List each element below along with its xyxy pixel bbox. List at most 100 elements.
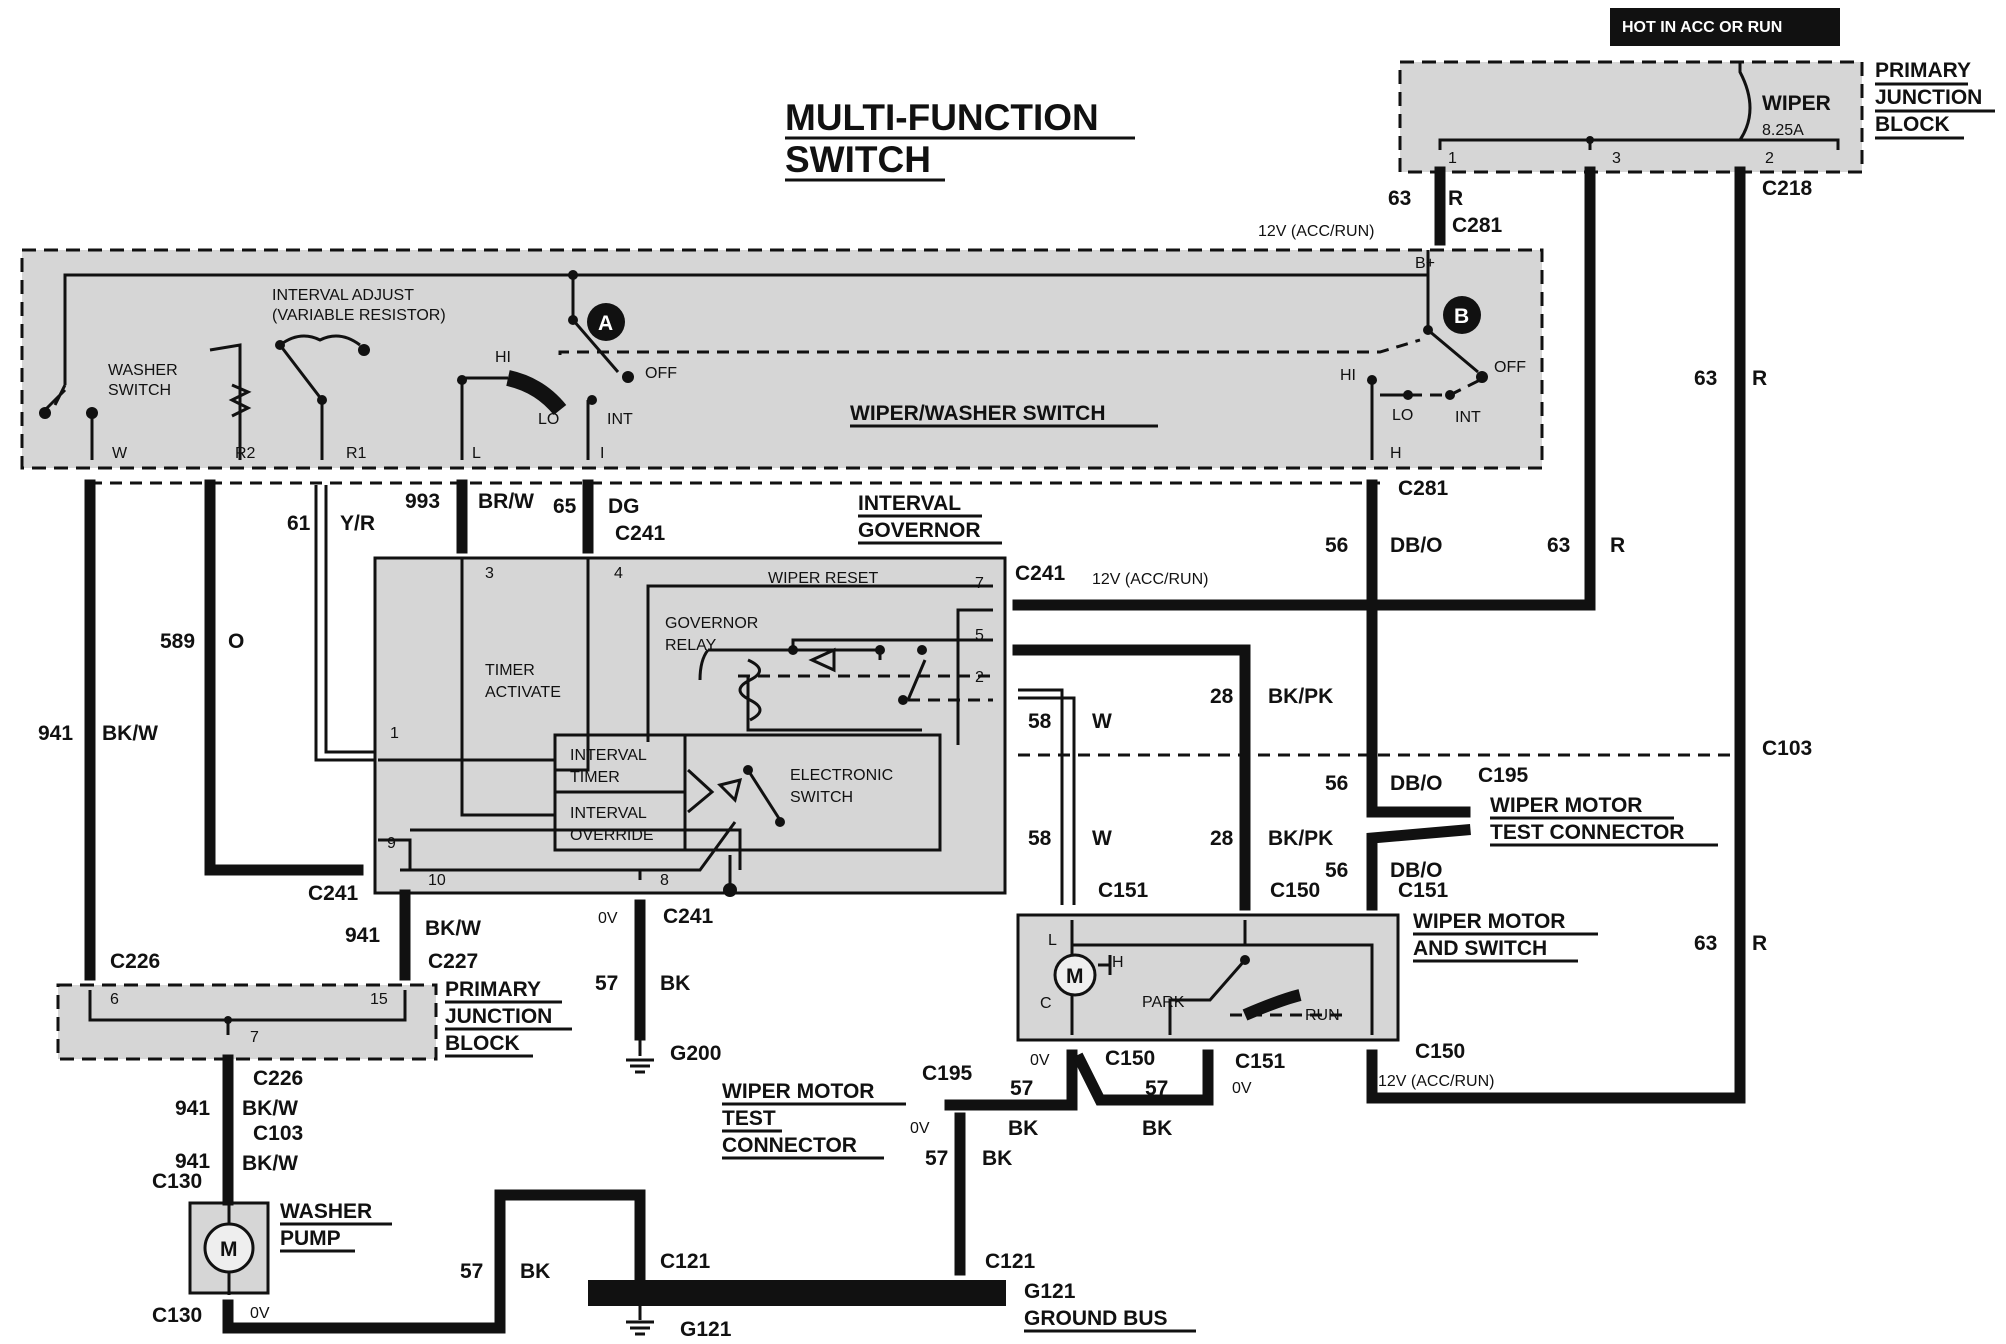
label-int-b: INT: [1455, 409, 1481, 426]
w63c: 63: [1547, 534, 1570, 557]
g121a: G121: [1024, 1280, 1076, 1303]
gov-pin-1: 1: [390, 725, 399, 742]
c195b: C195: [922, 1062, 973, 1085]
r-a: R: [1448, 187, 1463, 210]
governor-relay-1: GOVERNOR: [665, 615, 758, 632]
hot-badge: [1610, 8, 1840, 46]
marker-a: A: [598, 312, 613, 335]
bkw-d: BK/W: [242, 1152, 298, 1175]
marker-b: B: [1454, 305, 1469, 328]
c150a: C150: [1270, 879, 1320, 902]
v12-b: 12V (ACC/RUN): [1092, 571, 1208, 588]
w941b: 941: [345, 924, 380, 947]
bkpk-a: BK/PK: [1268, 685, 1333, 708]
ground-g121-icon: [626, 1306, 654, 1336]
w61: 61: [287, 512, 311, 535]
wiper-motor-title-1: WIPER MOTOR: [1413, 910, 1565, 933]
interval-timer-1: INTERVAL: [570, 747, 647, 764]
w56c: 56: [1325, 859, 1348, 882]
v12-a: 12V (ACC/RUN): [1258, 223, 1374, 240]
wiper-motor-park: PARK: [1142, 994, 1185, 1011]
c130b: C130: [152, 1304, 202, 1327]
gov-pin-5: 5: [975, 627, 984, 644]
pjb-pin-2: 2: [1765, 150, 1774, 167]
c103b: C103: [253, 1122, 303, 1145]
r-d: R: [1752, 932, 1767, 955]
pjb-bot-pin-7: 7: [250, 1029, 259, 1046]
c241d: C241: [663, 905, 714, 928]
pjb-bot-pin-6: 6: [110, 991, 119, 1008]
bkw-b: BK/W: [425, 917, 481, 940]
w57a: 57: [595, 972, 618, 995]
dbo-c: DB/O: [1390, 859, 1443, 882]
wiper-motor-m: M: [1066, 965, 1084, 988]
wiper-motor-run: RUN: [1305, 1007, 1340, 1024]
electronic-switch-2: SWITCH: [790, 789, 853, 806]
gov-pin-7: 7: [975, 575, 984, 592]
ground-g200-icon: [626, 1040, 654, 1074]
pjb-pin-1: 1: [1448, 150, 1457, 167]
test-connector-left-1: WIPER MOTOR: [722, 1080, 874, 1103]
label-off-b: OFF: [1494, 359, 1526, 376]
bkw-c: BK/W: [242, 1097, 298, 1120]
v12-c: 12V (ACC/RUN): [1378, 1073, 1494, 1090]
bk-b: BK: [1008, 1117, 1038, 1140]
term-w: W: [112, 445, 128, 462]
w65: 65: [553, 495, 577, 518]
connector-labels: C218 C281 C281 C241 C241 C241 C241 C103 …: [110, 177, 1813, 1341]
washer-pump-m: M: [220, 1238, 238, 1261]
c150b: C150: [1105, 1047, 1155, 1070]
label-h: H: [1390, 445, 1402, 462]
interval-adjust-2: (VARIABLE RESISTOR): [272, 307, 446, 324]
governor-relay-2: RELAY: [665, 637, 717, 654]
term-i: I: [600, 445, 604, 462]
wiper-motor-l: L: [1048, 932, 1057, 949]
wiper-reset: WIPER RESET: [768, 570, 878, 587]
gov-pin-4: 4: [614, 565, 623, 582]
w63d: 63: [1694, 932, 1717, 955]
c281b: C281: [1398, 477, 1449, 500]
label-lo-b: LO: [1392, 407, 1413, 424]
c226a: C226: [110, 950, 160, 973]
w-a: W: [1092, 710, 1112, 733]
wiper-motor-c: C: [1040, 995, 1052, 1012]
g121b: G121: [680, 1318, 732, 1341]
term-r1: R1: [346, 445, 367, 462]
c241c: C241: [308, 882, 359, 905]
w57d: 57: [925, 1147, 948, 1170]
c227: C227: [428, 950, 478, 973]
c151b: C151: [1398, 879, 1449, 902]
gov-pin-3: 3: [485, 565, 494, 582]
dg: DG: [608, 495, 640, 518]
title-line-2: SWITCH: [785, 139, 931, 180]
w63a: 63: [1388, 187, 1411, 210]
w941a: 941: [38, 722, 73, 745]
ground-bus-label: GROUND BUS: [1024, 1307, 1168, 1330]
pjb-top-line2: JUNCTION: [1875, 86, 1982, 109]
w941d: 941: [175, 1150, 210, 1173]
w56a: 56: [1325, 534, 1348, 557]
w58b: 58: [1028, 827, 1052, 850]
gov-pin-2: 2: [975, 669, 984, 686]
o: O: [228, 630, 244, 653]
pjb-bot-line2: JUNCTION: [445, 1005, 552, 1028]
bkw-a: BK/W: [102, 722, 158, 745]
multi-function-switch-box: A B INTERVAL ADJUST (VARIABLE RESISTOR) …: [20, 248, 1544, 470]
r-b: R: [1752, 367, 1767, 390]
pjb-bot-pin-15: 15: [370, 991, 388, 1008]
pjb-top-line3: BLOCK: [1875, 113, 1950, 136]
c218: C218: [1762, 177, 1813, 200]
label-off-a: OFF: [645, 365, 677, 382]
timer-activate-1: TIMER: [485, 662, 535, 679]
test-connector-left-3: CONNECTOR: [722, 1134, 857, 1157]
w56b: 56: [1325, 772, 1348, 795]
wiper-motor-title-2: AND SWITCH: [1413, 937, 1547, 960]
c121b: C121: [985, 1250, 1036, 1273]
timer-activate-2: ACTIVATE: [485, 684, 561, 701]
dbo-a: DB/O: [1390, 534, 1443, 557]
w941c: 941: [175, 1097, 210, 1120]
test-connector-right-1: WIPER MOTOR: [1490, 794, 1642, 817]
c151c: C151: [1235, 1050, 1286, 1073]
fuse-rating: 8.25A: [1762, 122, 1804, 139]
w57b: 57: [1010, 1077, 1033, 1100]
